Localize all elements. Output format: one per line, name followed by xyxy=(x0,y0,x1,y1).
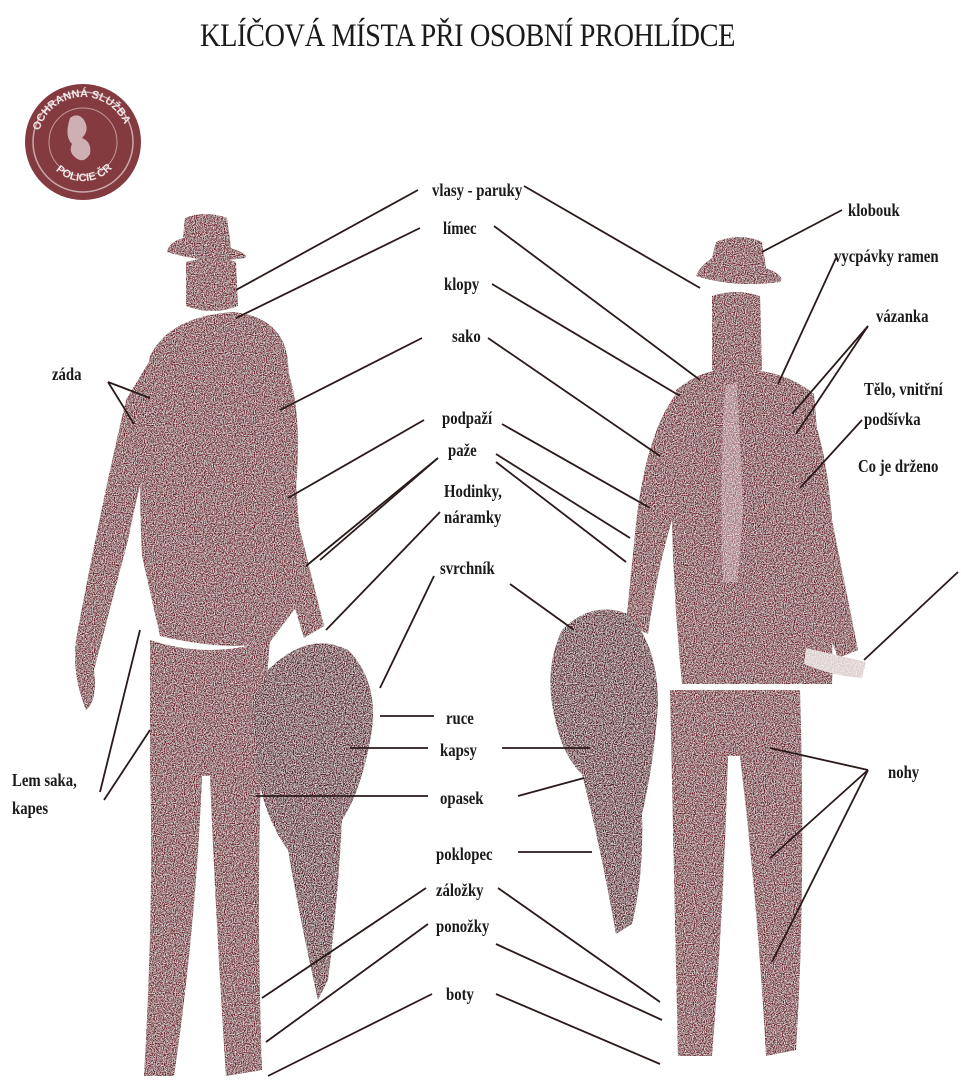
police-seal-logo: OCHRANNÁ SLUŽBA POLICIE ČR xyxy=(25,84,141,200)
label-ponozky: ponožky xyxy=(436,916,489,937)
figure-back-view xyxy=(75,214,373,1076)
label-svrchnik: svrchník xyxy=(440,558,495,579)
label-podpazi: podpaží xyxy=(442,408,492,429)
label-sako: sako xyxy=(452,326,481,347)
label-vycpavky-ramen: vycpávky ramen xyxy=(834,246,939,267)
label-zada: záda xyxy=(52,364,82,385)
figure-front-view xyxy=(550,237,866,1056)
label-poklopec: poklopec xyxy=(436,844,493,865)
label-opasek: opasek xyxy=(440,788,483,809)
page-title: KLÍČOVÁ MÍSTA PŘI OSOBNÍ PROHLÍDCE xyxy=(200,18,716,55)
label-hodinky-naramky: Hodinky, náramky xyxy=(444,478,502,530)
label-lem-saka-kapes: Lem saka, kapes xyxy=(12,766,77,822)
label-telo-vnitrni-podsivka: Tělo, vnitřní podšívka xyxy=(864,374,943,434)
label-vazanka: vázanka xyxy=(876,306,928,327)
label-ruce: ruce xyxy=(446,708,474,729)
label-klopy: klopy xyxy=(444,274,479,295)
label-co-je-drzeno: Co je drženo xyxy=(858,456,938,477)
label-vlasy-paruky: vlasy - paruky xyxy=(432,180,522,201)
label-paze: paže xyxy=(448,440,477,461)
label-kapsy: kapsy xyxy=(440,740,477,761)
label-zalozky: záložky xyxy=(436,880,484,901)
label-klobouk: klobouk xyxy=(848,200,900,221)
label-nohy: nohy xyxy=(888,762,919,783)
label-boty: boty xyxy=(446,984,474,1005)
label-limec: límec xyxy=(443,218,477,239)
